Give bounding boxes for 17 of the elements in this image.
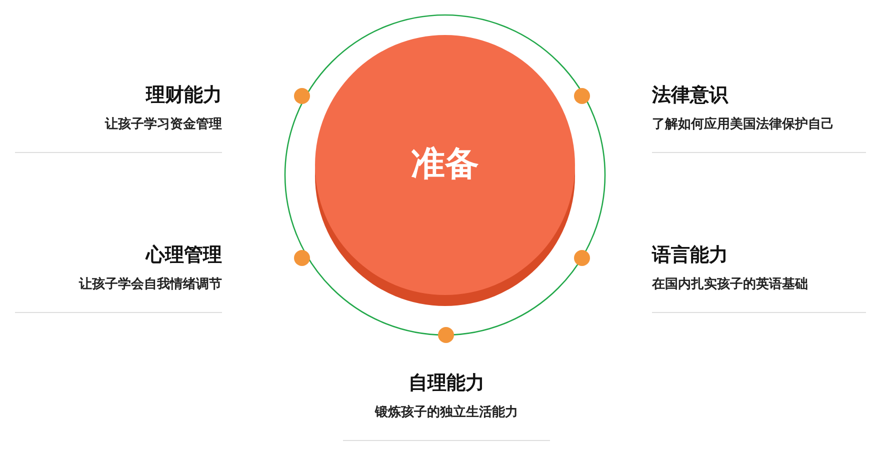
feature-item xyxy=(652,244,866,313)
feature-title: 自理能力 xyxy=(408,372,486,396)
feature-description: 在国内扎实孩子的英语基础 xyxy=(652,276,809,292)
feature-item xyxy=(15,244,222,313)
feature-description: 让孩子学会自我情绪调节 xyxy=(78,276,222,292)
center-label: 准备 xyxy=(411,147,479,181)
feature-title: 语言能力 xyxy=(652,244,729,268)
feature-title: 法律意识 xyxy=(652,84,730,108)
feature-item xyxy=(15,84,222,153)
center-disc xyxy=(315,35,575,306)
feature-description: 让孩子学习资金管理 xyxy=(104,116,222,132)
feature-title: 理财能力 xyxy=(144,84,222,108)
feature-item xyxy=(343,372,550,441)
feature-title: 心理管理 xyxy=(144,244,222,268)
feature-item xyxy=(652,84,866,153)
feature-description: 锻炼孩子的独立生活能力 xyxy=(374,404,519,420)
feature-description: 了解如何应用美国法律保护自己 xyxy=(652,116,835,132)
